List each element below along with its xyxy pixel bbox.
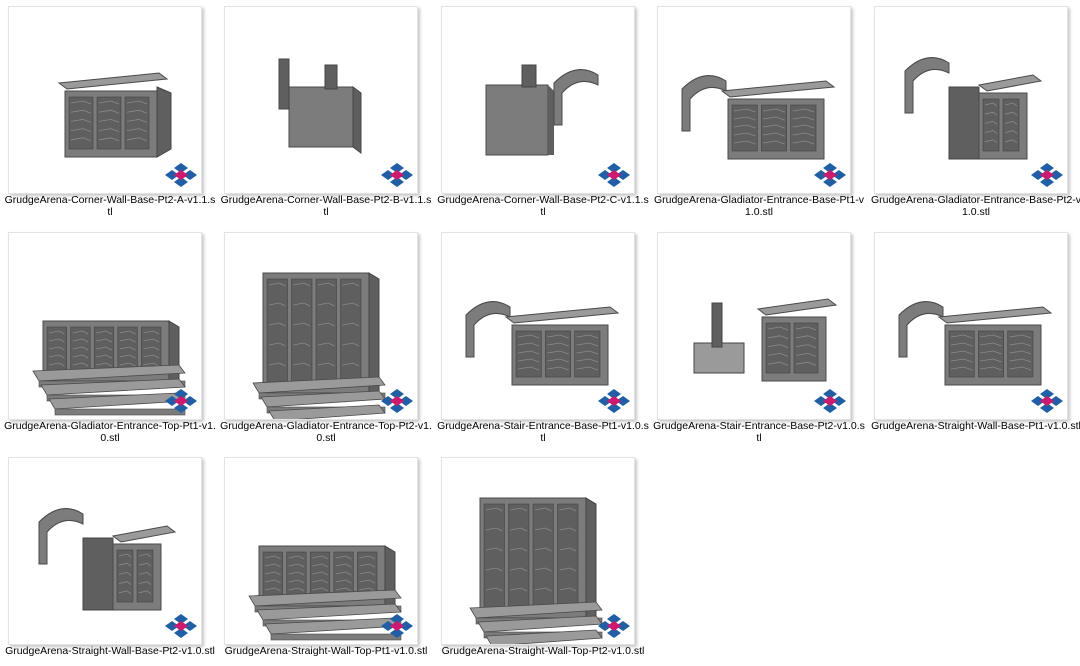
3d-model-thumbnail[interactable] — [657, 6, 851, 194]
file-name-label: GrudgeArena-Straight-Wall-Top-Pt2-v1.0.s… — [441, 645, 645, 657]
stl-file-type-icon — [1031, 163, 1063, 187]
file-name-label: GrudgeArena-Gladiator-Entrance-Top-Pt2-v… — [220, 420, 432, 444]
3d-model-thumbnail[interactable] — [8, 457, 202, 645]
file-name-label: GrudgeArena-Straight-Wall-Base-Pt1-v1.0.… — [871, 420, 1080, 432]
stl-file-type-icon — [165, 614, 197, 638]
stl-file-type-icon — [814, 389, 846, 413]
file-name-label: GrudgeArena-Straight-Wall-Base-Pt2-v1.0.… — [5, 645, 215, 657]
file-name-label: GrudgeArena-Straight-Wall-Top-Pt1-v1.0.s… — [224, 645, 428, 657]
3d-model-thumbnail[interactable] — [441, 232, 635, 420]
stl-file-type-icon — [598, 614, 630, 638]
3d-model-thumbnail[interactable] — [224, 6, 418, 194]
stl-file-type-icon — [598, 163, 630, 187]
3d-model-icon — [469, 497, 603, 644]
3d-model-thumbnail[interactable] — [874, 6, 1068, 194]
3d-model-icon — [465, 301, 620, 386]
stl-file-type-icon — [598, 389, 630, 413]
3d-model-icon — [904, 57, 1043, 160]
stl-file-type-icon — [381, 163, 413, 187]
3d-model-icon — [248, 545, 402, 641]
3d-model-icon — [681, 75, 836, 160]
3d-model-icon — [898, 301, 1053, 386]
stl-file-type-icon — [165, 163, 197, 187]
file-name-label: GrudgeArena-Corner-Wall-Base-Pt2-C-v1.1.… — [437, 194, 649, 218]
stl-file-type-icon — [814, 163, 846, 187]
3d-model-icon — [57, 72, 172, 158]
3d-model-icon — [38, 508, 177, 611]
file-name-label: GrudgeArena-Stair-Entrance-Base-Pt1-v1.0… — [437, 420, 649, 444]
stl-file-type-icon — [165, 389, 197, 413]
stl-file-type-icon — [381, 389, 413, 413]
file-name-label: GrudgeArena-Gladiator-Entrance-Base-Pt2-… — [870, 194, 1080, 218]
3d-model-icon — [485, 64, 599, 156]
3d-model-thumbnail[interactable] — [224, 232, 418, 420]
3d-model-icon — [252, 272, 386, 419]
3d-model-thumbnail[interactable] — [657, 232, 851, 420]
file-name-label: GrudgeArena-Corner-Wall-Base-Pt2-B-v1.1.… — [220, 194, 432, 218]
file-name-label: GrudgeArena-Gladiator-Entrance-Top-Pt1-v… — [4, 420, 216, 444]
3d-model-icon — [693, 298, 838, 382]
file-name-label: GrudgeArena-Gladiator-Entrance-Base-Pt1-… — [653, 194, 865, 218]
stl-file-type-icon — [1031, 389, 1063, 413]
stl-file-type-icon — [381, 614, 413, 638]
file-name-label: GrudgeArena-Stair-Entrance-Base-Pt2-v1.0… — [653, 420, 865, 444]
3d-model-thumbnail[interactable] — [441, 457, 635, 645]
3d-model-thumbnail[interactable] — [8, 232, 202, 420]
3d-model-icon — [32, 320, 186, 416]
3d-model-icon — [278, 58, 362, 154]
3d-model-thumbnail[interactable] — [441, 6, 635, 194]
file-name-label: GrudgeArena-Corner-Wall-Base-Pt2-A-v1.1.… — [4, 194, 216, 218]
3d-model-thumbnail[interactable] — [874, 232, 1068, 420]
3d-model-thumbnail[interactable] — [224, 457, 418, 645]
3d-model-thumbnail[interactable] — [8, 6, 202, 194]
